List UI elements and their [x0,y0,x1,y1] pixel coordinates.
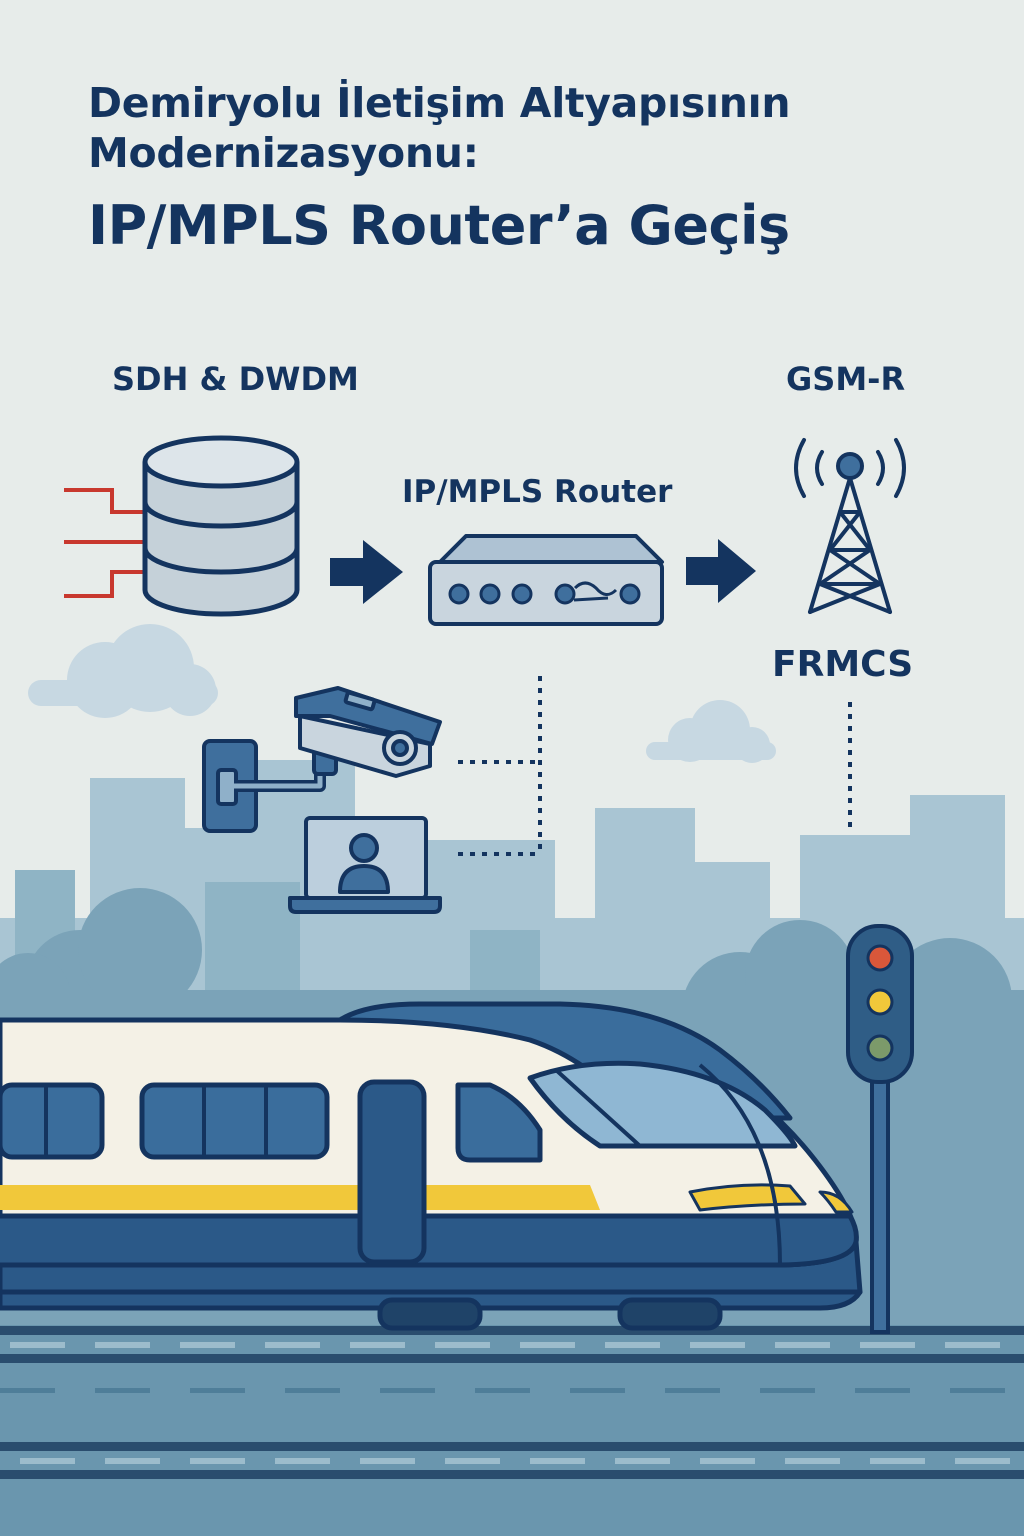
cloud-right [646,700,776,763]
label-sdh-dwdm: SDH & DWDM [112,360,359,398]
label-ip-mpls-router: IP/MPLS Router [402,474,673,510]
arrow-right-icon [330,540,403,604]
rail-track-lower [0,1442,1024,1479]
page-title: Demiryolu İletişim Altyapısının Moderniz… [88,78,988,258]
label-gsm-r: GSM-R [786,360,906,398]
cloud-left [28,624,218,718]
radio-tower-icon [794,438,906,614]
database-stack-icon [64,435,300,617]
title-line-2: Modernizasyonu: [88,129,479,177]
title-line-1: Demiryolu İletişim Altyapısının [88,79,791,127]
laptop-user-icon [288,816,442,914]
rail-track-upper [0,1326,1024,1363]
traffic-signal-icon [846,924,914,1334]
network-router-icon [428,534,664,626]
high-speed-train-illustration [0,1001,863,1331]
label-frmcs: FRMCS [772,644,914,685]
title-main: IP/MPLS Router’a Geçiş [88,194,790,257]
security-camera-icon [202,686,442,833]
dotted-connections [458,676,852,856]
rail-track-middle [0,1388,1005,1393]
arrow-right-icon [686,539,756,603]
